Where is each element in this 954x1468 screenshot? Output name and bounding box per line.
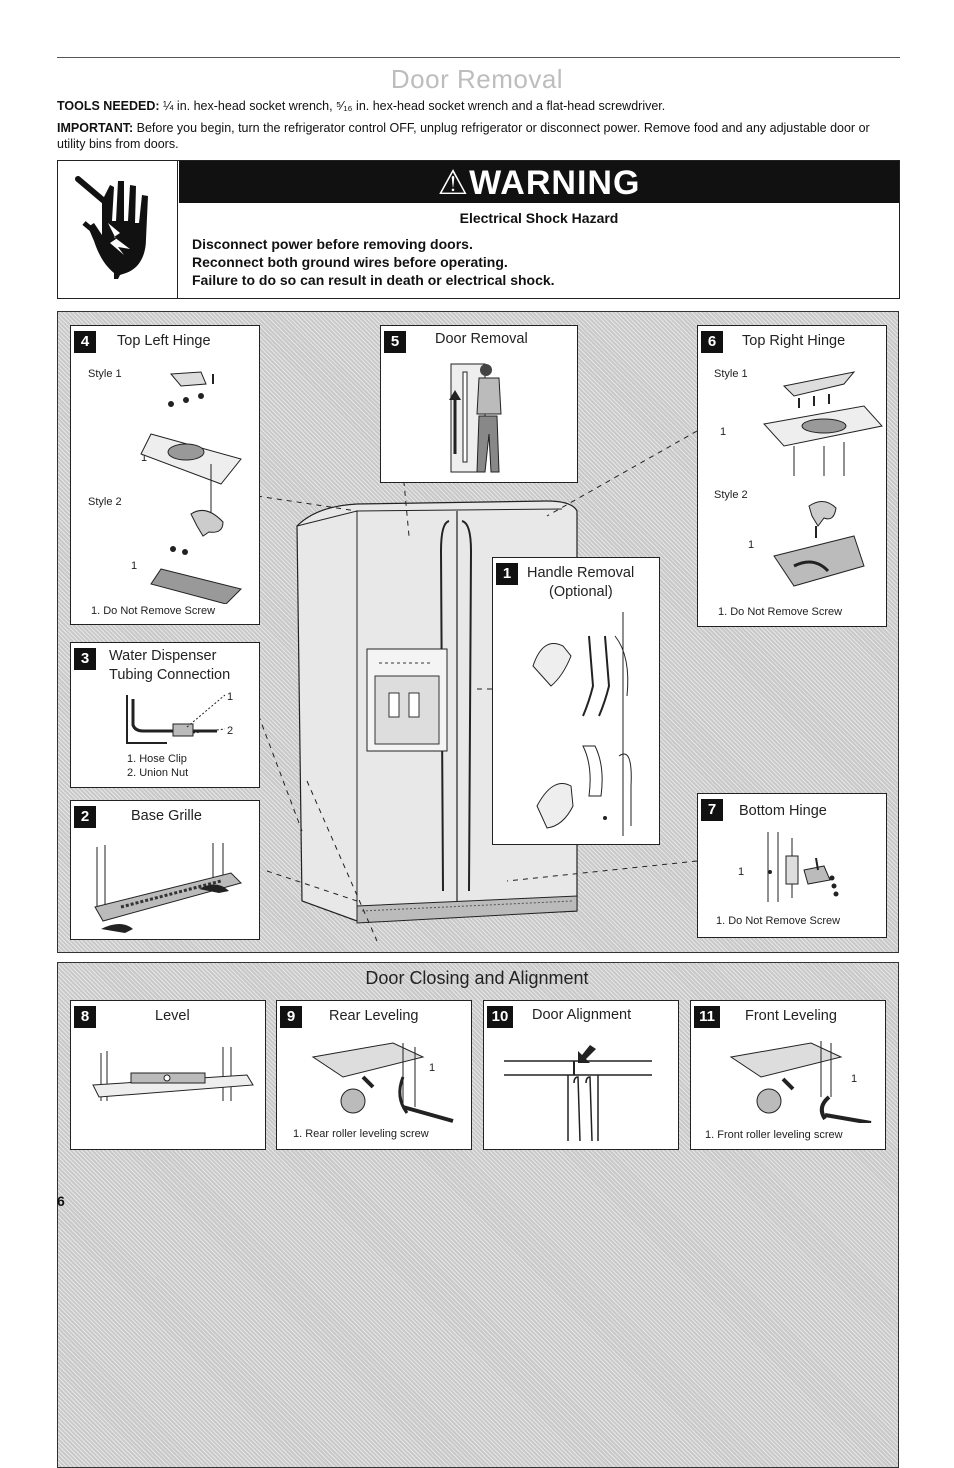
step-8-level: 8 Level	[70, 1000, 266, 1150]
step-1-title-line1: Handle Removal	[527, 565, 635, 581]
step-1-title-line2: (Optional)	[549, 584, 613, 600]
water-tubing-illustration	[126, 694, 226, 744]
step-9-title: Rear Leveling	[329, 1008, 419, 1024]
step-4-callout-b: 1	[131, 560, 138, 572]
step-5-door-removal: 5 Door Removal	[380, 325, 578, 483]
step-5-title: Door Removal	[435, 331, 528, 347]
warning-line-3: Failure to do so can result in death or …	[192, 272, 555, 288]
front-leveling-illustration	[729, 1041, 872, 1123]
step-7-bottom-hinge: 7 Bottom Hinge 1 1. Do Not Remove Screw	[697, 793, 887, 938]
tools-text: ¼ in. hex-head socket wrench, ⁵⁄₁₆ in. h…	[159, 99, 666, 113]
door-alignment-illustration	[504, 1045, 652, 1142]
step-6-title: Top Right Hinge	[742, 333, 846, 349]
step-4-number: 4	[74, 331, 96, 353]
base-grille-illustration	[94, 843, 242, 933]
step-9-callout: 1	[429, 1062, 436, 1074]
shock-hazard-icon	[58, 161, 178, 298]
top-left-hinge-illustration	[140, 371, 242, 604]
step-4-top-left-hinge: 4 Top Left Hinge Style 1 Style 2 1 1 1. …	[70, 325, 260, 625]
step-6-style1: Style 1	[714, 368, 748, 380]
step-6-number: 6	[701, 331, 723, 353]
tools-needed: TOOLS NEEDED: ¼ in. hex-head socket wren…	[57, 98, 900, 114]
step-9-rear-leveling: 9 Rear Leveling 1 1. Rear roller levelin…	[276, 1000, 472, 1150]
step-7-title: Bottom Hinge	[739, 803, 827, 819]
rear-leveling-illustration	[311, 1042, 454, 1123]
step-6-top-right-hinge: 6 Top Right Hinge Style 1 Style 2 1 1 1.…	[697, 325, 887, 627]
step-11-title: Front Leveling	[745, 1008, 837, 1024]
important-note: IMPORTANT: Before you begin, turn the re…	[57, 120, 900, 152]
step-3-note-1: 1. Hose Clip	[127, 753, 187, 765]
step-3-title-line1: Water Dispenser	[109, 648, 217, 664]
page-number: 6	[57, 1193, 65, 1209]
level-illustration	[92, 1047, 254, 1101]
step-8-title: Level	[155, 1008, 190, 1024]
step-1-number: 1	[496, 563, 518, 585]
step-4-style2: Style 2	[88, 496, 122, 508]
step-3-water-dispenser: 3 Water Dispenser Tubing Connection 1 2 …	[70, 642, 260, 788]
top-rule	[57, 57, 900, 58]
step-6-note: 1. Do Not Remove Screw	[718, 606, 843, 618]
step-6-callout-a: 1	[720, 426, 727, 438]
step-10-title: Door Alignment	[532, 1007, 632, 1023]
step-4-callout-a: 1	[141, 452, 148, 464]
step-9-number: 9	[280, 1006, 302, 1028]
step-3-title-line2: Tubing Connection	[109, 667, 231, 683]
alignment-title: Door Closing and Alignment	[365, 968, 589, 988]
warning-header: ⚠WARNING	[179, 161, 899, 203]
step-7-number: 7	[701, 799, 723, 821]
step-2-number: 2	[74, 806, 96, 828]
step-7-note: 1. Do Not Remove Screw	[716, 915, 841, 927]
step-7-callout: 1	[738, 866, 745, 878]
step-4-style1: Style 1	[88, 368, 122, 380]
step-11-front-leveling: 11 Front Leveling 1 1. Front roller leve…	[690, 1000, 886, 1150]
warning-line-2: Reconnect both ground wires before opera…	[192, 254, 508, 270]
step-5-number: 5	[384, 331, 406, 353]
step-2-base-grille: 2 Base Grille	[70, 800, 260, 940]
warning-line-1: Disconnect power before removing doors.	[192, 236, 473, 252]
step-4-title: Top Left Hinge	[117, 333, 211, 349]
handle-removal-illustration	[532, 612, 632, 836]
step-2-title: Base Grille	[131, 808, 202, 824]
step-1-handle-removal: 1 Handle Removal (Optional)	[492, 557, 660, 845]
step-3-callout-a: 1	[227, 691, 234, 703]
step-10-number: 10	[487, 1006, 513, 1028]
step-4-note: 1. Do Not Remove Screw	[91, 605, 216, 617]
important-label: IMPORTANT:	[57, 121, 134, 135]
step-3-callout-b: 2	[227, 725, 234, 737]
step-8-number: 8	[74, 1006, 96, 1028]
door-removal-illustration	[449, 363, 502, 473]
top-right-hinge-illustration	[763, 371, 883, 587]
step-6-style2: Style 2	[714, 489, 748, 501]
warning-box: ⚠WARNING Electrical Shock Hazard Disconn…	[57, 160, 900, 299]
step-10-door-alignment: 10 Door Alignment	[483, 1000, 679, 1150]
step-11-callout: 1	[851, 1073, 858, 1085]
page-title: Door Removal	[390, 64, 564, 94]
step-9-note: 1. Rear roller leveling screw	[293, 1128, 429, 1140]
step-11-number: 11	[694, 1006, 720, 1028]
bottom-hinge-illustration	[767, 832, 839, 902]
important-text: Before you begin, turn the refrigerator …	[57, 121, 870, 151]
step-3-note-2: 2. Union Nut	[127, 767, 189, 779]
step-3-number: 3	[74, 648, 96, 670]
step-11-note: 1. Front roller leveling screw	[705, 1129, 843, 1141]
warning-subtitle: Electrical Shock Hazard	[459, 210, 619, 226]
tools-label: TOOLS NEEDED:	[57, 99, 160, 113]
step-6-callout-b: 1	[748, 539, 755, 551]
